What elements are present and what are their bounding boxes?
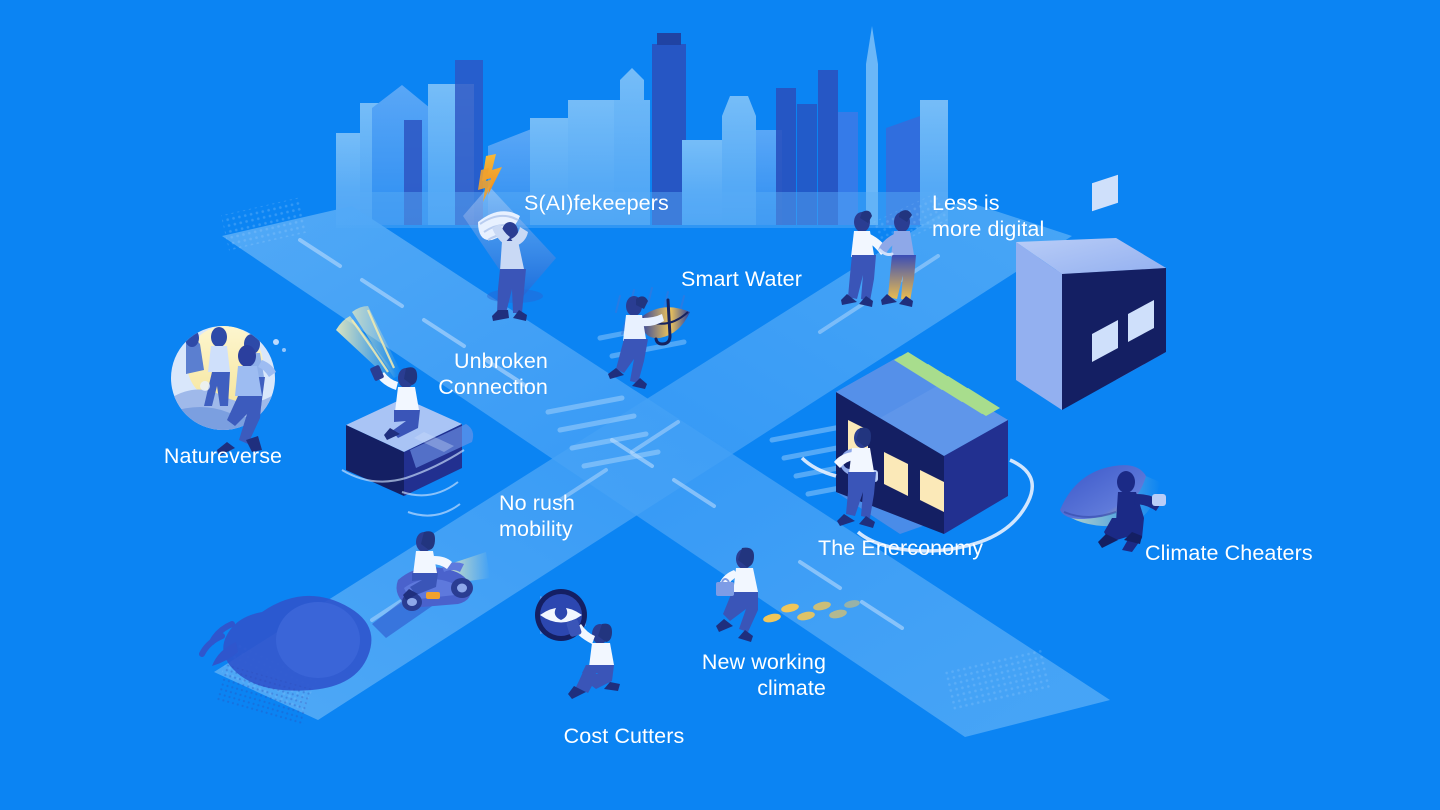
- sun-umbrella-figure: [1060, 465, 1166, 552]
- isometric-houses: [800, 174, 1166, 553]
- city-skyline: [336, 26, 948, 228]
- label-smart-water: Smart Water: [681, 267, 802, 291]
- safekeeper-figure: [463, 154, 556, 321]
- couple-holding-hands: [841, 210, 916, 307]
- natureverse-circle: [171, 326, 286, 456]
- label-safekeepers: S(AI)fekeepers: [524, 191, 669, 215]
- rain-umbrella-figure: [608, 287, 690, 389]
- scooter-snail-shadow: [199, 531, 490, 726]
- label-natureverse: Natureverse: [163, 444, 283, 468]
- label-cost-cutters: Cost Cutters: [563, 724, 685, 748]
- footprints-walker: [716, 547, 860, 642]
- label-climate-cheaters: Climate Cheaters: [1145, 541, 1313, 565]
- label-new-working-climate: New working climate: [701, 650, 826, 700]
- label-less-is-more-digital: Less is more digital: [932, 191, 1045, 241]
- person-on-cube: [336, 306, 474, 517]
- eye-projector-figure: [535, 589, 620, 699]
- label-unbroken-connection: Unbroken Connection: [438, 349, 548, 399]
- label-the-enerconomy: The Enerconomy: [818, 536, 984, 560]
- label-no-rush-mobility: No rush mobility: [499, 491, 575, 541]
